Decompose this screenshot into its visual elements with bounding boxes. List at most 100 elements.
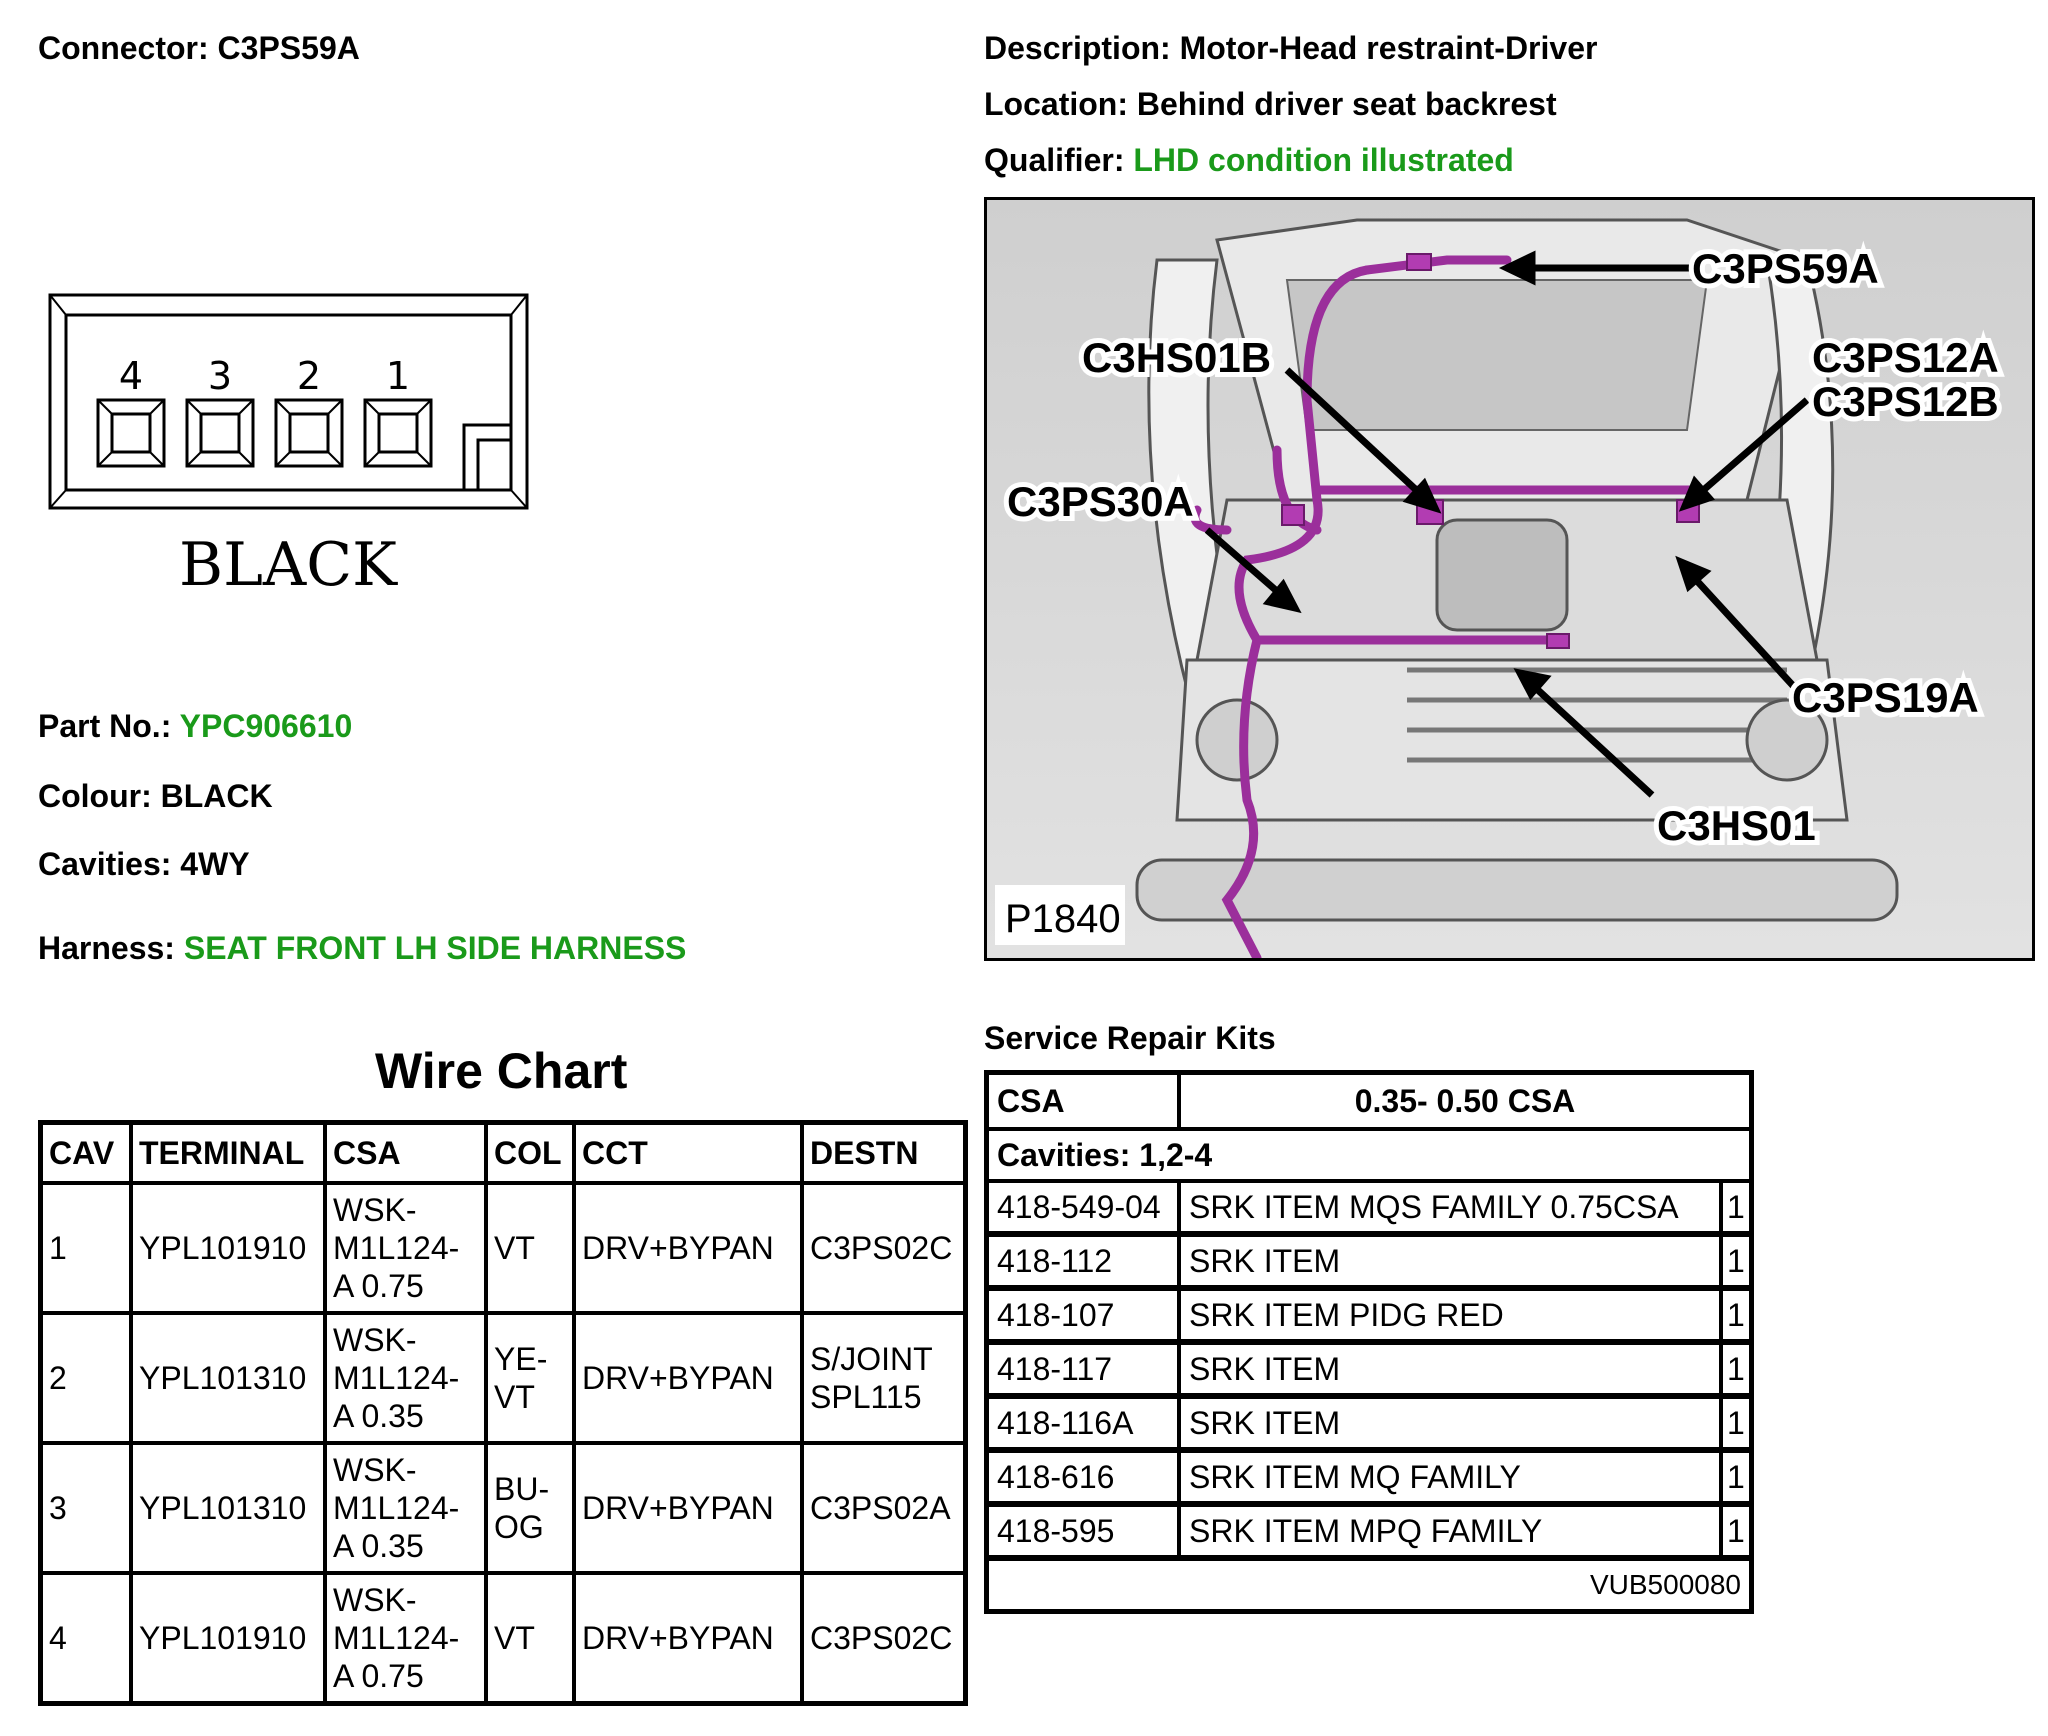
connector-label: Connector: xyxy=(38,30,209,66)
kit-qty: 1 xyxy=(1719,1232,1754,1291)
table-row: 418-549-04 SRK ITEM MQS FAMILY 0.75CSA 1 xyxy=(984,1179,1754,1237)
table-row: 418-112 SRK ITEM 1 xyxy=(984,1232,1754,1291)
col-line: VT xyxy=(494,1230,535,1266)
csa-line: M1L124- xyxy=(333,1360,460,1396)
harness-label: Harness: xyxy=(38,930,175,966)
kit-part: 418-116A xyxy=(984,1394,1181,1453)
location-value: Behind driver seat backrest xyxy=(1136,86,1557,122)
cell-terminal: YPL101910 xyxy=(129,1181,327,1315)
cell-csa: WSK-M1L124-A 0.35 xyxy=(323,1441,488,1575)
cell-destn: C3PS02C xyxy=(800,1571,968,1706)
header-terminal: TERMINAL xyxy=(129,1120,327,1185)
cell-cct: DRV+BYPAN xyxy=(572,1441,804,1575)
kit-part: 418-549-04 xyxy=(984,1179,1181,1237)
cavity-2: 2 xyxy=(274,354,344,468)
kit-part: 418-595 xyxy=(984,1502,1181,1561)
cavities-value: 4WY xyxy=(180,846,250,882)
table-row: 418-116A SRK ITEM 1 xyxy=(984,1394,1754,1453)
connector-line: Connector: C3PS59A xyxy=(38,30,360,67)
cell-cct: DRV+BYPAN xyxy=(572,1571,804,1706)
cavity-1: 1 xyxy=(363,354,433,468)
table-row: 418-117 SRK ITEM 1 xyxy=(984,1340,1754,1399)
csa-line: A 0.75 xyxy=(333,1658,424,1694)
kit-qty: 1 xyxy=(1719,1286,1754,1345)
srk-csa-row: CSA 0.35- 0.50 CSA xyxy=(984,1070,1754,1131)
col-line: OG xyxy=(494,1509,544,1545)
srk-cavities-row: Cavities: 1,2-4 xyxy=(984,1127,1754,1183)
cavities-line: Cavities: 4WY xyxy=(38,846,250,883)
pin-label-1: 1 xyxy=(386,354,410,398)
kit-part: 418-616 xyxy=(984,1448,1181,1507)
header-cct: CCT xyxy=(572,1120,804,1185)
connector-value: C3PS59A xyxy=(217,30,360,66)
location-photo: C3PS59A C3HS01B C3PS12A C3PS12B C3PS30A … xyxy=(984,197,2035,961)
callout-c3ps12b: C3PS12B xyxy=(1812,378,1999,425)
cell-cct: DRV+BYPAN xyxy=(572,1311,804,1445)
kit-part: 418-107 xyxy=(984,1286,1181,1345)
cell-cav: 2 xyxy=(38,1311,133,1445)
callout-c3ps59a: C3PS59A xyxy=(1692,245,1879,292)
wire-chart-header-row: CAV TERMINAL CSA COL CCT DESTN xyxy=(38,1120,968,1185)
kit-qty: 1 xyxy=(1719,1340,1754,1399)
col-line: VT xyxy=(494,1620,535,1656)
destn-line: C3PS02A xyxy=(810,1490,951,1526)
cavity-3: 3 xyxy=(185,354,255,468)
table-row: 3 YPL101310 WSK-M1L124-A 0.35 BU-OG DRV+… xyxy=(38,1441,968,1575)
callout-c3ps12a: C3PS12A xyxy=(1812,334,1999,381)
harness-line: Harness: SEAT FRONT LH SIDE HARNESS xyxy=(38,930,686,967)
cell-cav: 3 xyxy=(38,1441,133,1575)
callout-c3hs01b: C3HS01B xyxy=(1082,334,1271,381)
srk-cavities: Cavities: 1,2-4 xyxy=(984,1127,1754,1183)
csa-line: WSK- xyxy=(333,1582,417,1618)
csa-line: WSK- xyxy=(333,1452,417,1488)
kit-qty: 1 xyxy=(1719,1179,1754,1237)
csa-line: A 0.35 xyxy=(333,1398,424,1434)
pin-label-2: 2 xyxy=(297,354,321,398)
csa-line: A 0.75 xyxy=(333,1268,424,1304)
table-row: 1 YPL101910 WSK-M1L124-A 0.75 VT DRV+BYP… xyxy=(38,1181,968,1315)
srk-csa-value: 0.35- 0.50 CSA xyxy=(1177,1070,1754,1131)
cell-destn: C3PS02A xyxy=(800,1441,968,1575)
description-line: Description: Motor-Head restraint-Driver xyxy=(984,30,1597,67)
destn-line: C3PS02C xyxy=(810,1230,953,1266)
cell-col: YE-VT xyxy=(484,1311,576,1445)
qualifier-label: Qualifier: xyxy=(984,142,1125,178)
pin-label-4: 4 xyxy=(119,354,143,398)
cell-cav: 1 xyxy=(38,1181,133,1315)
header-csa: CSA xyxy=(323,1120,488,1185)
col-line: BU- xyxy=(494,1471,550,1507)
cell-cct: DRV+BYPAN xyxy=(572,1181,804,1315)
cavity-4: 4 xyxy=(96,354,166,468)
header-cav: CAV xyxy=(38,1120,133,1185)
colour-label: Colour: xyxy=(38,778,152,814)
service-kits-table: CSA 0.35- 0.50 CSA Cavities: 1,2-4 418-5… xyxy=(984,1070,1754,1614)
location-label: Location: xyxy=(984,86,1128,122)
destn-line: SPL115 xyxy=(810,1379,922,1415)
photo-ref: P1840 xyxy=(1005,897,1121,941)
cell-destn: C3PS02C xyxy=(800,1181,968,1315)
qualifier-value: LHD condition illustrated xyxy=(1133,142,1514,178)
part-no-label: Part No.: xyxy=(38,708,172,744)
col-line: YE- xyxy=(494,1341,548,1377)
cavities-label: Cavities: xyxy=(38,846,172,882)
kit-desc: SRK ITEM MPQ FAMILY xyxy=(1177,1502,1723,1561)
description-label: Description: xyxy=(984,30,1171,66)
wire-chart-table: CAV TERMINAL CSA COL CCT DESTN 1 YPL1019… xyxy=(38,1120,968,1706)
table-row: 418-107 SRK ITEM PIDG RED 1 xyxy=(984,1286,1754,1345)
harness-value: SEAT FRONT LH SIDE HARNESS xyxy=(183,930,687,966)
kit-part: 418-117 xyxy=(984,1340,1181,1399)
connector-face-drawing: 4 3 2 1 BLACK xyxy=(48,293,529,600)
cell-col: VT xyxy=(484,1571,576,1706)
header-col: COL xyxy=(484,1120,576,1185)
cell-csa: WSK-M1L124-A 0.75 xyxy=(323,1571,488,1706)
cell-terminal: YPL101310 xyxy=(129,1311,327,1445)
drawing-colour-label: BLACK xyxy=(179,530,398,600)
table-row: 418-616 SRK ITEM MQ FAMILY 1 xyxy=(984,1448,1754,1507)
cell-col: VT xyxy=(484,1181,576,1315)
cell-terminal: YPL101310 xyxy=(129,1441,327,1575)
part-no-line: Part No.: YPC906610 xyxy=(38,708,352,745)
csa-line: M1L124- xyxy=(333,1490,460,1526)
csa-line: A 0.35 xyxy=(333,1528,424,1564)
part-no-value: YPC906610 xyxy=(179,708,353,744)
